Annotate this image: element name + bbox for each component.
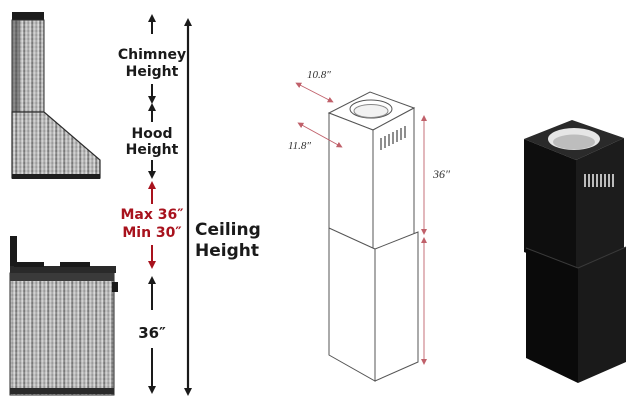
width-dimension: 10.8″	[295, 69, 334, 103]
chimney-height-label-2: Height	[126, 64, 179, 80]
counter-height-label: 36″	[138, 324, 166, 342]
black-chimney-render	[524, 120, 627, 383]
max-clearance-label: Max 36″	[120, 207, 183, 223]
chimney-height-label-1: Chimney	[118, 47, 186, 63]
hood-height-dimension: Hood Height	[126, 103, 179, 179]
section-height-label: 36″	[432, 167, 451, 181]
vent-louvers	[380, 126, 406, 150]
ceiling-height-label-2: Height	[195, 241, 259, 261]
clearance-dimension: Max 36″ Min 30″	[120, 181, 184, 269]
width-label: 10.8″	[307, 69, 331, 81]
hood-height-label-2: Height	[126, 142, 179, 158]
ceiling-height-dimension: Ceiling Height	[184, 18, 261, 396]
depth-dimension: 11.8″	[288, 122, 343, 152]
section-height-dimension: 36″	[421, 115, 451, 365]
counter-height-dimension: 36″	[138, 276, 166, 394]
chimney-extension-line-drawing	[327, 91, 419, 382]
hood-height-label-1: Hood	[132, 126, 173, 142]
chimney-height-dimension: Chimney Height	[118, 14, 186, 104]
depth-label: 11.8″	[288, 140, 311, 152]
hood-illustration	[11, 12, 101, 179]
ceiling-height-label-1: Ceiling	[195, 220, 261, 240]
min-clearance-label: Min 30″	[122, 225, 181, 241]
range-illustration	[9, 236, 118, 396]
